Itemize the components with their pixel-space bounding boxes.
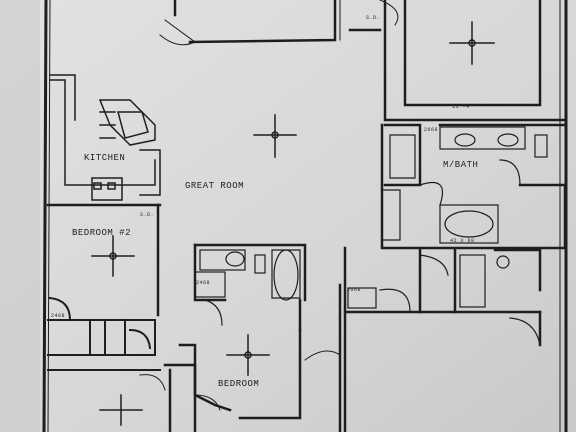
room-label-master-bath: M/BATH xyxy=(443,160,479,170)
kitchen-counters xyxy=(49,74,161,201)
hall-bathroom-fixtures xyxy=(194,249,301,326)
door-label-2468-left: 2468 xyxy=(51,313,66,319)
ceiling-fan-bedroom xyxy=(226,334,270,376)
room-label-bedroom: BEDROOM xyxy=(218,379,260,389)
ceiling-fan-great-room xyxy=(253,114,297,158)
master-bath-fixtures xyxy=(381,126,548,244)
ceiling-fan-lower-left xyxy=(99,394,143,426)
door-label-2068: 2068 xyxy=(347,287,362,293)
smoke-detector-label-bedroom2: S.D. xyxy=(140,212,155,218)
ceiling-fan-bedroom2 xyxy=(91,235,135,277)
door-label-2468-hall: 2468 xyxy=(196,280,211,286)
left-margin-shadow xyxy=(0,0,40,432)
top-detail-lines xyxy=(159,0,399,46)
smoke-detector-label-top: S.D. xyxy=(366,15,381,21)
room-label-kitchen: KITCHEN xyxy=(84,153,126,163)
lower-left-closets xyxy=(47,296,161,371)
lower-right-walls xyxy=(338,246,542,432)
exterior-wall-inner-lines xyxy=(47,0,561,432)
room-label-great-room: GREAT ROOM xyxy=(185,181,245,191)
hall-bathroom xyxy=(193,243,307,332)
ceiling-fan-master xyxy=(449,21,495,65)
room-label-bedroom-2: BEDROOM #2 xyxy=(72,228,132,238)
door-label-2668-master: 2668 xyxy=(424,127,439,133)
master-bath-walls xyxy=(380,123,567,250)
top-walls xyxy=(173,0,567,122)
bedroom-door-swings xyxy=(139,350,341,411)
kitchen-bedroom-wall xyxy=(46,203,162,317)
lower-right-fixtures xyxy=(347,254,541,346)
shower-size-label: 42 X 60 xyxy=(450,238,475,244)
dimension-master-width: 11'-4" xyxy=(452,104,474,110)
